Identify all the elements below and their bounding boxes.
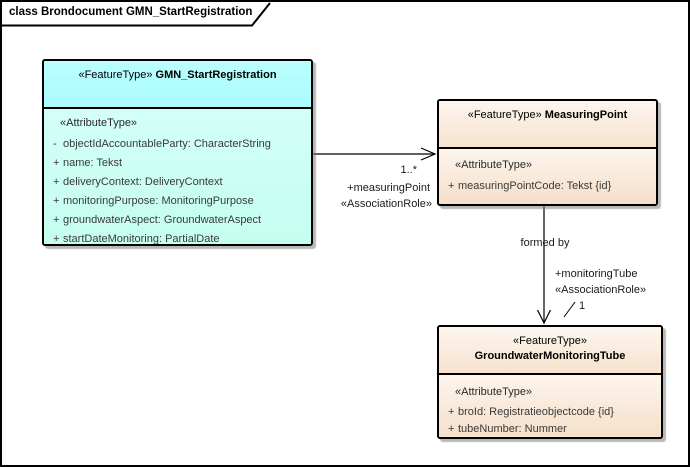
visibility-prefix: -	[53, 138, 57, 150]
visibility-prefix: +	[448, 423, 455, 435]
open-arrowhead-icon	[420, 147, 437, 161]
attribute-text: tubeNumber: Nummer	[458, 423, 567, 435]
attribute-row: + name: Tekst	[44, 154, 311, 173]
class-box-gmn-startregistration[interactable]: «FeatureType» GMN_StartRegistration «Att…	[42, 59, 313, 246]
class-stereotype: «FeatureType»	[78, 69, 153, 81]
attribute-text: startDateMonitoring: PartialDate	[63, 233, 220, 245]
attribute-row: + tubeNumber: Nummer	[439, 421, 661, 437]
attribute-text: name: Tekst	[63, 157, 123, 169]
attributes-compartment: «AttributeType» + broId: Registratieobje…	[439, 375, 661, 437]
attribute-text: objectIdAccountableParty: CharacterStrin…	[63, 138, 271, 150]
class-name: MeasuringPoint	[544, 109, 628, 121]
attribute-row: + measuringPointCode: Tekst {id}	[439, 177, 656, 196]
class-stereotype: «FeatureType»	[467, 109, 542, 121]
visibility-prefix: +	[448, 406, 455, 418]
attributes-compartment: «AttributeType» + measuringPointCode: Te…	[439, 149, 656, 204]
attribute-row: - objectIdAccountableParty: CharacterStr…	[44, 135, 311, 154]
association-name-label: formed by	[520, 237, 570, 249]
class-name: GMN_StartRegistration	[155, 69, 277, 81]
attribute-stereotype: «AttributeType»	[455, 159, 533, 171]
visibility-prefix: +	[448, 180, 455, 192]
attribute-row: + startDateMonitoring: PartialDate	[44, 230, 311, 245]
visibility-prefix: +	[53, 214, 60, 226]
multiplicity-leader-line	[563, 301, 576, 318]
attribute-row: + groundwaterAspect: GroundwaterAspect	[44, 211, 311, 230]
class-box-measuringpoint[interactable]: «FeatureType» MeasuringPoint «AttributeT…	[437, 99, 658, 206]
association-stereotype-label: «AssociationRole»	[340, 198, 432, 210]
multiplicity-label: 1	[579, 300, 586, 312]
visibility-prefix: +	[53, 195, 60, 207]
multiplicity-label: 1..*	[400, 164, 417, 176]
open-arrowhead-icon	[536, 309, 552, 325]
attribute-text: measuringPointCode: Tekst {id}	[458, 180, 612, 192]
role-label: +measuringPoint	[347, 182, 430, 194]
attribute-text: deliveryContext: DeliveryContext	[63, 176, 223, 188]
attributes-compartment: «AttributeType» - objectIdAccountablePar…	[44, 109, 311, 245]
attribute-row: + broId: Registratieobjectcode {id}	[439, 404, 661, 421]
class-header: «FeatureType» MeasuringPoint	[439, 101, 656, 149]
association-stereotype-label: «AssociationRole»	[555, 284, 647, 296]
visibility-prefix: +	[53, 157, 60, 169]
attribute-text: groundwaterAspect: GroundwaterAspect	[63, 214, 262, 226]
class-stereotype: «FeatureType»	[513, 335, 587, 347]
attribute-row: + monitoringPurpose: MonitoringPurpose	[44, 192, 311, 211]
role-label: +monitoringTube	[555, 268, 638, 280]
frame-tab-title: class Brondocument GMN_StartRegistration	[9, 6, 253, 18]
class-header: «FeatureType» GMN_StartRegistration	[44, 61, 311, 109]
attribute-stereotype: «AttributeType»	[60, 117, 138, 129]
visibility-prefix: +	[53, 233, 60, 245]
visibility-prefix: +	[53, 176, 60, 188]
class-header: «FeatureType» GroundwaterMonitoringTube	[439, 327, 661, 375]
attribute-stereotype: «AttributeType»	[455, 386, 533, 398]
class-box-groundwatermonitoringtube[interactable]: «FeatureType» GroundwaterMonitoringTube …	[437, 325, 663, 439]
attribute-row: + deliveryContext: DeliveryContext	[44, 173, 311, 192]
attribute-text: monitoringPurpose: MonitoringPurpose	[63, 195, 254, 207]
class-name: GroundwaterMonitoringTube	[474, 350, 626, 362]
attribute-text: broId: Registratieobjectcode {id}	[458, 406, 614, 418]
